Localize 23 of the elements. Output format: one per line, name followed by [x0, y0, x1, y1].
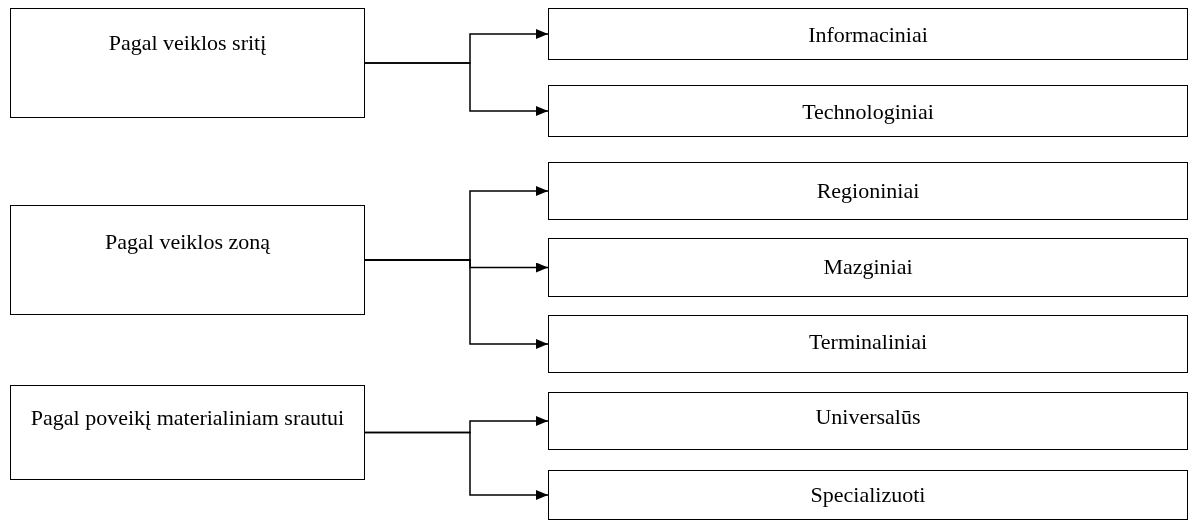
text-box [10, 8, 365, 118]
box-label: Universalūs [815, 403, 921, 431]
box-label: Terminaliniai [808, 328, 928, 356]
text-box [548, 85, 1188, 137]
text-box [548, 162, 1188, 220]
text-box [548, 315, 1188, 373]
text-box [548, 8, 1188, 60]
connector-arrow [364, 62, 549, 116]
text-box [10, 385, 365, 480]
connector-arrow [364, 259, 549, 349]
box-label: Pagal poveikį materialiniam srautui [30, 404, 345, 432]
text-box [10, 205, 365, 315]
text-box [548, 238, 1188, 297]
text-box [548, 392, 1188, 450]
box-label: Pagal veiklos sritį [108, 29, 267, 57]
connector-arrow [364, 431, 549, 500]
box-label: Specializuoti [810, 481, 926, 509]
text-box [548, 470, 1188, 520]
box-label: Informaciniai [808, 21, 928, 49]
box-label: Regioniniai [816, 177, 920, 205]
box-label: Mazginiai [823, 253, 913, 281]
box-label: Pagal veiklos zoną [105, 228, 270, 256]
box-label: Technologiniai [802, 98, 934, 126]
